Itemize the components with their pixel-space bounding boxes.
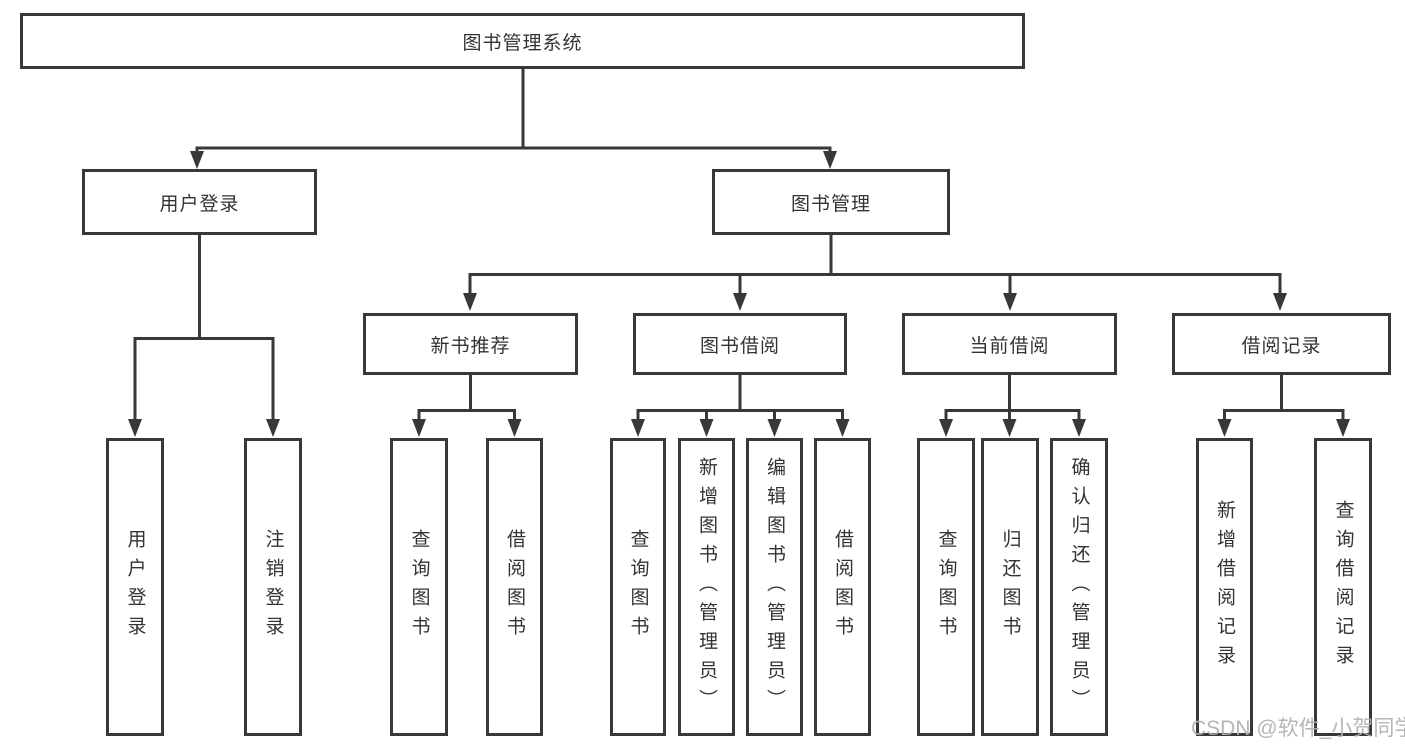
node-borrowing-records-label: 借阅记录 (1241, 335, 1322, 357)
arrow-down-icon (767, 419, 782, 437)
leaf-bb-edit-books-label: 编辑图书（管理员） (764, 456, 785, 718)
arrow-down-icon (823, 151, 837, 169)
leaf-cb-return-books: 归还图书 (981, 438, 1039, 736)
node-book-borrowing-label: 图书借阅 (699, 335, 780, 357)
leaf-br-add-record-label: 新增借阅记录 (1214, 500, 1235, 674)
arrow-down-icon (699, 419, 714, 437)
node-root: 图书管理系统 (20, 13, 1025, 69)
node-borrowing-records: 借阅记录 (1172, 313, 1391, 375)
leaf-bb-borrow-books: 借阅图书 (814, 438, 871, 736)
node-new-book-recommend-label: 新书推荐 (430, 335, 511, 357)
leaf-cb-query-books: 查询图书 (917, 438, 975, 736)
arrow-down-icon (1003, 293, 1017, 311)
leaf-logout: 注销登录 (244, 438, 302, 736)
leaf-user-login-label: 用户登录 (124, 529, 146, 645)
leaf-nbr-query-books: 查询图书 (390, 438, 448, 736)
arrow-down-icon (939, 419, 953, 437)
node-current-borrowing-label: 当前借阅 (969, 335, 1050, 357)
node-root-label: 图书管理系统 (462, 32, 583, 54)
leaf-br-query-record: 查询借阅记录 (1314, 438, 1372, 736)
leaf-br-add-record: 新增借阅记录 (1196, 438, 1253, 736)
leaf-bb-borrow-books-label: 借阅图书 (832, 529, 853, 645)
arrow-down-icon (1072, 419, 1086, 437)
arrow-down-icon (463, 293, 477, 311)
node-current-borrowing: 当前借阅 (902, 313, 1117, 375)
leaf-nbr-query-books-label: 查询图书 (408, 529, 430, 645)
leaf-nbr-borrow-books: 借阅图书 (486, 438, 543, 736)
arrow-down-icon (507, 419, 522, 437)
arrow-down-icon (1273, 293, 1287, 311)
arrow-down-icon (266, 419, 280, 437)
arrow-down-icon (128, 419, 142, 437)
leaf-cb-confirm-return: 确认归还（管理员） (1050, 438, 1108, 736)
leaf-cb-confirm-return-label: 确认归还（管理员） (1068, 456, 1090, 718)
leaf-br-query-record-label: 查询借阅记录 (1332, 500, 1354, 674)
arrow-down-icon (835, 419, 850, 437)
arrow-down-icon (190, 151, 204, 169)
leaf-logout-label: 注销登录 (262, 529, 284, 645)
leaf-user-login: 用户登录 (106, 438, 164, 736)
node-new-book-recommend: 新书推荐 (363, 313, 578, 375)
leaf-bb-add-books-label: 新增图书（管理员） (696, 456, 717, 718)
node-book-management: 图书管理 (712, 169, 950, 235)
leaf-bb-add-books: 新增图书（管理员） (678, 438, 735, 736)
arrow-down-icon (1217, 419, 1232, 437)
leaf-bb-edit-books: 编辑图书（管理员） (746, 438, 803, 736)
leaf-bb-query-books-label: 查询图书 (627, 529, 649, 645)
leaf-nbr-borrow-books-label: 借阅图书 (504, 529, 525, 645)
arrow-down-icon (631, 419, 645, 437)
csdn-watermark: CSDN @软件_小贺同学 (1191, 717, 1405, 740)
leaf-cb-query-books-label: 查询图书 (935, 529, 957, 645)
node-user-login-label: 用户登录 (159, 193, 240, 215)
arrow-down-icon (1336, 419, 1350, 437)
leaf-bb-query-books: 查询图书 (610, 438, 666, 736)
node-user-login: 用户登录 (82, 169, 317, 235)
leaf-cb-return-books-label: 归还图书 (999, 529, 1021, 645)
arrow-down-icon (733, 293, 747, 311)
arrow-down-icon (1002, 419, 1017, 437)
node-book-management-label: 图书管理 (790, 193, 871, 215)
arrow-down-icon (412, 419, 426, 437)
node-book-borrowing: 图书借阅 (633, 313, 847, 375)
